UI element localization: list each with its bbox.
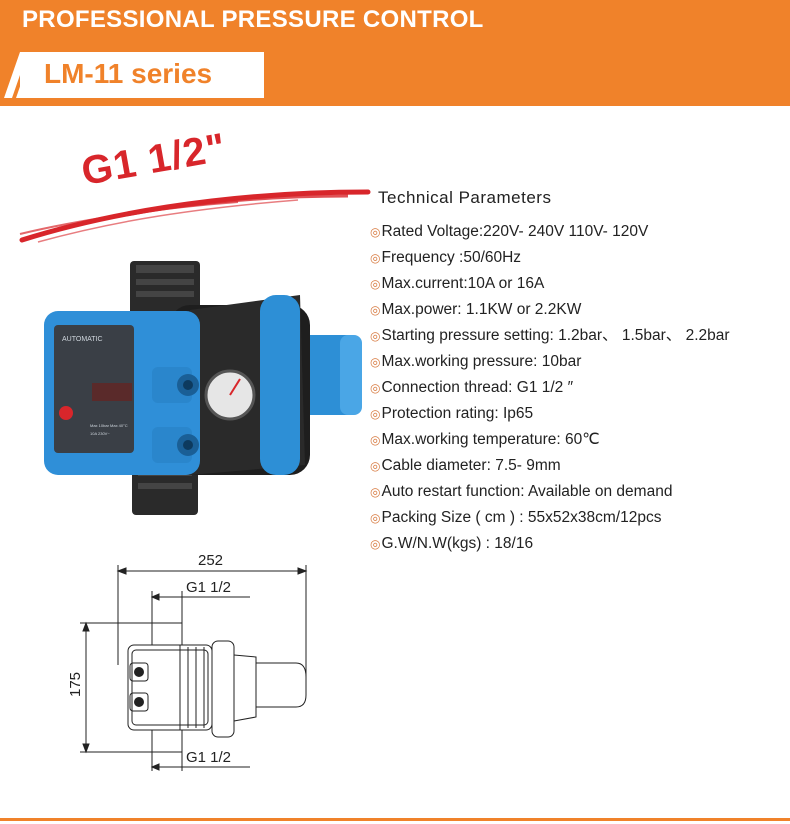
series-label: LM-11 series (44, 58, 213, 89)
spec-item: ◎Max.current:10A or 16A (370, 273, 730, 299)
spec-item: ◎Starting pressure setting: 1.2bar、 1.5b… (370, 325, 730, 351)
spec-text: Cable diameter: 7.5- 9mm (381, 457, 561, 474)
bullet-icon: ◎ (370, 225, 381, 239)
bottom-thread-label: G1 1/2 (186, 749, 231, 766)
spec-item: ◎Rated Voltage:220V- 240V 110V- 120V (370, 221, 730, 247)
spec-text: Connection thread: G1 1/2 ″ (381, 379, 574, 396)
slash-decoration-icon (4, 52, 38, 98)
dimension-drawing: 252 G1 1/2 G1 1/2 175 (67, 552, 308, 771)
width-dimension-label: 252 (198, 552, 223, 569)
bullet-icon: ◎ (370, 433, 381, 447)
spec-text: Rated Voltage:220V- 240V 110V- 120V (381, 223, 649, 240)
bullet-icon: ◎ (370, 407, 381, 421)
spec-text: Protection rating: Ip65 (381, 405, 534, 422)
spec-item: ◎Protection rating: Ip65 (370, 403, 730, 429)
bullet-icon: ◎ (370, 459, 381, 473)
spec-text: G.W/N.W(kgs) : 18/16 (381, 535, 534, 552)
spec-text: Max.power: 1.1KW or 2.2KW (381, 301, 582, 318)
spec-item: ◎Max.working pressure: 10bar (370, 351, 730, 377)
bottom-divider (0, 818, 790, 821)
spec-text: Starting pressure setting: 1.2bar、 1.5ba… (381, 327, 730, 344)
pressure-controller-image: AUTOMATIC Max 10bar Max 40°C 10A 230V~ (44, 261, 362, 515)
spec-item: ◎Cable diameter: 7.5- 9mm (370, 455, 730, 481)
page-title: PROFESSIONAL PRESSURE CONTROL (22, 6, 484, 33)
bullet-icon: ◎ (370, 329, 381, 343)
spec-item: ◎Connection thread: G1 1/2 ″ (370, 377, 730, 403)
spec-item: ◎Auto restart function: Available on dem… (370, 481, 730, 507)
height-dimension-label: 175 (67, 672, 84, 697)
spec-item: ◎Max.power: 1.1KW or 2.2KW (370, 299, 730, 325)
bullet-icon: ◎ (370, 537, 381, 551)
header-banner: PROFESSIONAL PRESSURE CONTROL LM-11 seri… (0, 0, 790, 106)
spec-text: Packing Size ( cm ) : 55x52x38cm/12pcs (381, 509, 662, 526)
bullet-icon: ◎ (370, 511, 381, 525)
bullet-icon: ◎ (370, 251, 381, 265)
spec-text: Max.working pressure: 10bar (381, 353, 582, 370)
brush-stroke-decoration (19, 189, 371, 243)
spec-list: ◎Rated Voltage:220V- 240V 110V- 120V ◎Fr… (370, 221, 730, 559)
spec-item: ◎G.W/N.W(kgs) : 18/16 (370, 533, 730, 559)
bullet-icon: ◎ (370, 485, 381, 499)
bullet-icon: ◎ (370, 381, 381, 395)
spec-section-title: Technical Parameters (378, 188, 552, 207)
spec-text: Frequency :50/60Hz (381, 249, 522, 266)
spec-text: Auto restart function: Available on dema… (381, 483, 673, 500)
series-label-box: LM-11 series (20, 52, 264, 98)
product-rating-line2: 10A 230V~ (90, 431, 110, 436)
bullet-icon: ◎ (370, 277, 381, 291)
bullet-icon: ◎ (370, 303, 381, 317)
spec-text: Max.current:10A or 16A (381, 275, 545, 292)
product-rating-line1: Max 10bar Max 40°C (90, 423, 128, 428)
spec-item: ◎Max.working temperature: 60℃ (370, 429, 730, 455)
spec-item: ◎Frequency :50/60Hz (370, 247, 730, 273)
top-thread-label: G1 1/2 (186, 579, 231, 596)
spec-item: ◎Packing Size ( cm ) : 55x52x38cm/12pcs (370, 507, 730, 533)
product-brand-text: AUTOMATIC (62, 336, 103, 343)
spec-text: Max.working temperature: 60℃ (381, 431, 600, 448)
bullet-icon: ◎ (370, 355, 381, 369)
